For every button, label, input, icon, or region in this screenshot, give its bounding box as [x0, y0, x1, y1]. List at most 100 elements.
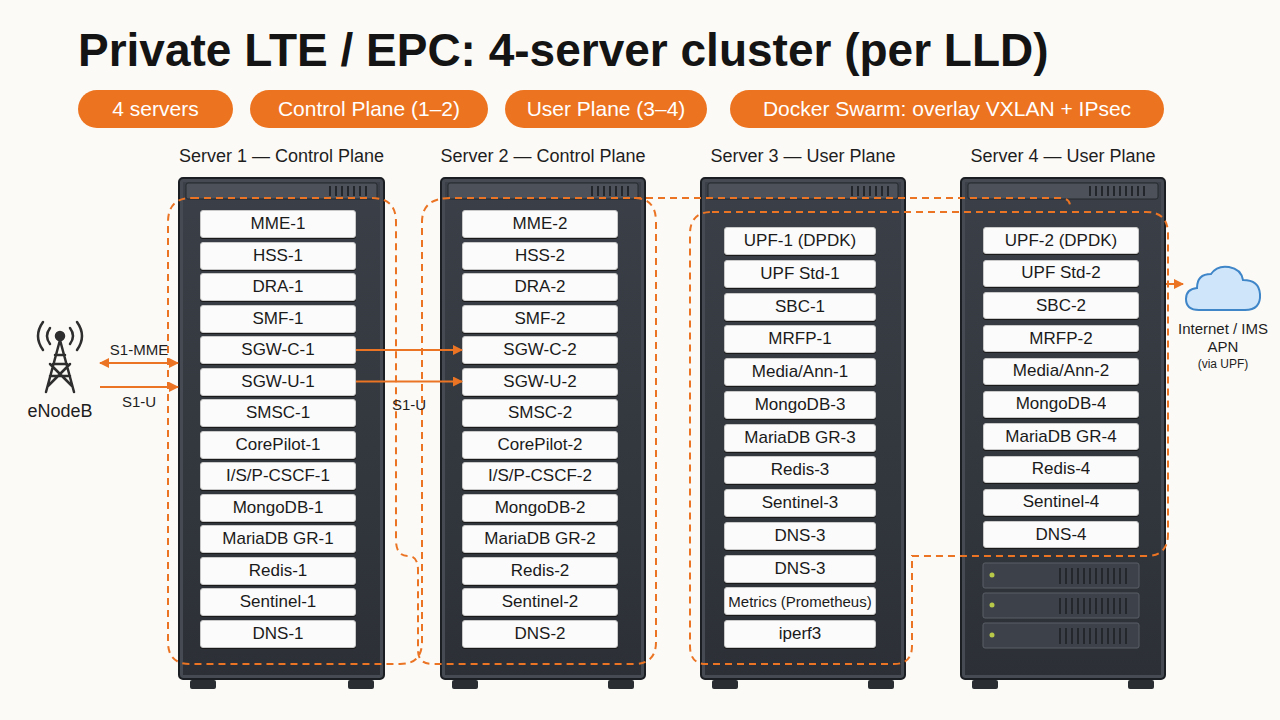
slot-label: Redis-4	[1032, 459, 1091, 479]
service-slot: SGW-C-2	[462, 336, 618, 364]
slot-label: I/S/P-CSCF-2	[488, 466, 592, 486]
slot-label: CorePilot-1	[235, 435, 320, 455]
service-slot: CorePilot-1	[200, 431, 356, 459]
server-rack: Server 2 — Control PlaneMME-2HSS-2DRA-2S…	[440, 177, 646, 680]
service-slot: SGW-U-1	[200, 368, 356, 396]
pill-label: 4 servers	[112, 97, 198, 121]
service-slot: MariaDB GR-3	[724, 424, 876, 452]
service-slot: SBC-2	[983, 292, 1139, 319]
slot-label: UPF-2 (DPDK)	[1005, 231, 1117, 251]
slot-label: SMF-2	[515, 309, 566, 329]
slot-label: MongoDB-2	[495, 498, 586, 518]
slot-label: Sentinel-2	[502, 592, 579, 612]
service-slot: Redis-2	[462, 557, 618, 585]
service-slot: SBC-1	[724, 293, 876, 321]
service-slot: Redis-4	[983, 456, 1139, 483]
service-slot: SMF-2	[462, 305, 618, 333]
slot-label: MRFP-1	[768, 329, 831, 349]
service-slot: SMSC-1	[200, 399, 356, 427]
service-slot: HSS-2	[462, 242, 618, 270]
cloud-outline	[1183, 262, 1263, 314]
slot-label: MariaDB GR-2	[484, 529, 595, 549]
service-slot: Redis-1	[200, 557, 356, 585]
interface-label: S1-U	[364, 396, 454, 413]
server-heading: Server 4 — User Plane	[902, 146, 1224, 167]
slot-label: SGW-U-1	[241, 372, 314, 392]
service-slot: Sentinel-3	[724, 489, 876, 517]
service-slot: HSS-1	[200, 242, 356, 270]
service-slot: I/S/P-CSCF-2	[462, 462, 618, 490]
pill-label: User Plane (3–4)	[527, 97, 686, 121]
slot-label: MariaDB GR-3	[744, 428, 855, 448]
server-rack: Server 3 — User PlaneUPF-1 (DPDK)UPF Std…	[700, 177, 906, 680]
link-arrow	[356, 381, 462, 383]
slot-label: MME-1	[251, 214, 306, 234]
slot-label: SMSC-1	[246, 403, 310, 423]
slot-label: MRFP-2	[1029, 329, 1092, 349]
server-rack: Server 1 — Control PlaneMME-1HSS-1DRA-1S…	[178, 177, 385, 680]
service-slot: UPF Std-1	[724, 260, 876, 288]
service-slot: MariaDB GR-4	[983, 423, 1139, 450]
rack-vents	[330, 186, 1144, 196]
slot-label: MongoDB-1	[233, 498, 324, 518]
cloud-label: Internet / IMS APN	[1173, 320, 1273, 356]
service-slot: DNS-4	[983, 521, 1139, 548]
service-slot: Media/Ann-1	[724, 358, 876, 386]
rack-grille	[186, 183, 1158, 199]
tower-icon	[38, 322, 82, 392]
slot-label: Metrics (Prometheus)	[728, 593, 871, 610]
service-slot: Redis-3	[724, 456, 876, 484]
service-slot: Media/Ann-2	[983, 358, 1139, 385]
service-slot: MRFP-1	[724, 325, 876, 353]
slot-label: iperf3	[779, 624, 822, 644]
site-label: eNodeB	[10, 401, 110, 422]
service-slot: CorePilot-2	[462, 431, 618, 459]
slot-label: Redis-1	[249, 561, 308, 581]
interface-label: S1-U	[94, 393, 184, 410]
slot-label: Sentinel-3	[762, 493, 839, 513]
slot-label: MariaDB GR-4	[1005, 427, 1116, 447]
pill-label: Control Plane (1–2)	[278, 97, 460, 121]
service-slot: UPF-2 (DPDK)	[983, 227, 1139, 254]
service-slot: SGW-U-2	[462, 368, 618, 396]
slot-label: UPF Std-2	[1021, 263, 1100, 283]
service-slot: SGW-C-1	[200, 336, 356, 364]
slot-label: SGW-U-2	[503, 372, 576, 392]
slot-label: HSS-2	[515, 246, 565, 266]
cloud-shape	[1186, 267, 1260, 310]
service-slot: MongoDB-1	[200, 494, 356, 522]
tag-pill: Control Plane (1–2)	[250, 90, 488, 128]
interface-label: S1-MME	[94, 341, 184, 358]
slot-label: DNS-4	[1035, 525, 1086, 545]
service-slot: MongoDB-3	[724, 391, 876, 419]
overlay-dashed	[168, 198, 1168, 664]
service-slot: DNS-1	[200, 620, 356, 648]
service-slot: DNS-2	[462, 620, 618, 648]
server-heading: Server 3 — User Plane	[642, 146, 964, 167]
slot-label: MME-2	[513, 214, 568, 234]
service-slot: MongoDB-2	[462, 494, 618, 522]
rack-feet	[190, 680, 1154, 689]
tag-pill: Docker Swarm: overlay VXLAN + IPsec	[730, 90, 1164, 128]
slot-label: SGW-C-2	[503, 340, 576, 360]
slot-label: Media/Ann-1	[752, 362, 848, 382]
slot-label: HSS-1	[253, 246, 303, 266]
slot-label: DNS-1	[252, 624, 303, 644]
link-arrow	[100, 386, 178, 388]
service-slot: UPF-1 (DPDK)	[724, 227, 876, 255]
slot-label: SMF-1	[253, 309, 304, 329]
server-heading: Server 2 — Control Plane	[382, 146, 704, 167]
slot-label: UPF Std-1	[760, 264, 839, 284]
cloud-note: (via UPF)	[1173, 357, 1273, 371]
link-arrow	[356, 349, 462, 351]
slot-label: Media/Ann-2	[1013, 361, 1109, 381]
slot-label: Sentinel-4	[1023, 492, 1100, 512]
slot-label: DNS-3	[774, 526, 825, 546]
link-arrow	[1166, 283, 1183, 285]
tag-pill: 4 servers	[78, 90, 233, 128]
service-slot: Sentinel-2	[462, 588, 618, 616]
